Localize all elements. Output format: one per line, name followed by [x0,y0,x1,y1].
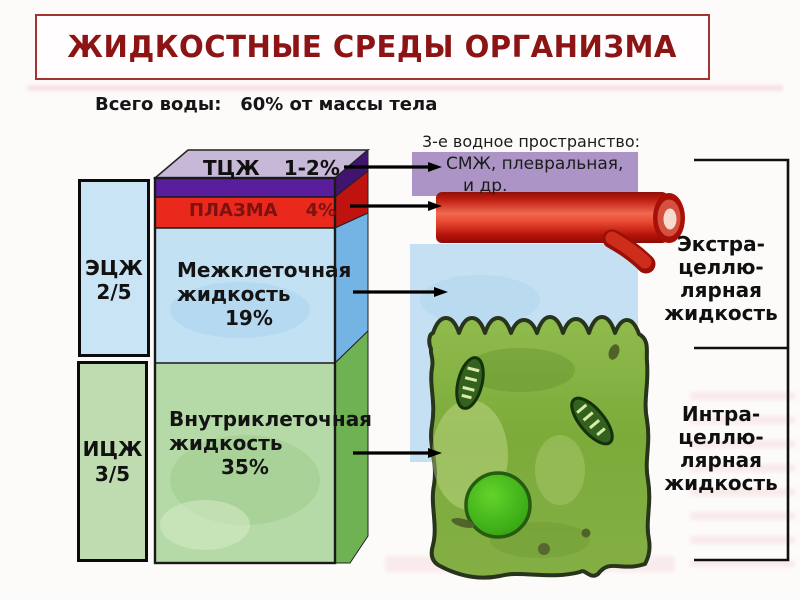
intracellular-line2: жидкость [169,431,283,455]
interstitial-line1: Межклеточная [177,258,352,282]
intracellular-fluid-label: Интра- целлю- лярная жидкость [664,402,778,495]
arrows [344,162,448,458]
third-space-line1: 3-е водное пространство: [422,132,641,151]
plasma-label: ПЛАЗМА [189,200,278,221]
icf-value: 3/5 [94,461,131,486]
plasma-label-row: ПЛАЗМА 4% [189,200,336,221]
total-water-subtitle: Всего воды: 60% от массы тела [95,94,438,115]
cell-icon [427,315,652,580]
bar-layer-tczh [155,178,335,197]
extracellular-fluid-label: Экстра- целлю- лярная жидкость [664,232,778,325]
title-box: ЖИДКОСТНЫЕ СРЕДЫ ОРГАНИЗМА [35,14,710,80]
band-texture [420,275,540,325]
third-space-line3: и др. [463,176,508,196]
intracellular-line1: Внутриклеточная [169,407,373,431]
interstitial-label: Межклеточная жидкость 19% [177,258,351,330]
plasma-value: 4% [305,200,337,221]
page-title: ЖИДКОСТНЫЕ СРЕДЫ ОРГАНИЗМА [67,29,678,65]
intracellular-value: 35% [221,455,269,479]
icf-fraction-box: ИЦЖ 3/5 [77,361,148,562]
icf-abbr: ИЦЖ [82,437,143,462]
ecf-fraction-box: ЭЦЖ 2/5 [78,179,150,357]
interstitial-value: 19% [225,306,273,330]
third-space-line2: СМЖ, плевральная, [446,154,624,174]
nucleus-icon [464,471,532,539]
mitochondrion-icon [455,356,485,410]
tczh-value: 1-2% [283,156,340,180]
water-compartments-bar [152,148,371,565]
bar-layer-interstitial [155,228,335,363]
extracellular-intracellular-brackets [694,158,790,562]
third-space-band [412,152,638,196]
blood-vessel-icon [436,192,685,274]
tczh-label: ТЦЖ [203,156,260,180]
interstitial-line2: жидкость [177,282,291,306]
ecf-value: 2/5 [96,280,132,304]
mitochondrion-icon [570,396,614,446]
bar-layer-plasma [155,197,335,228]
ecf-abbr: ЭЦЖ [85,255,143,280]
intracellular-label: Внутриклеточная жидкость 35% [169,407,372,479]
tczh-label-row: ТЦЖ 1-2% [203,156,340,180]
